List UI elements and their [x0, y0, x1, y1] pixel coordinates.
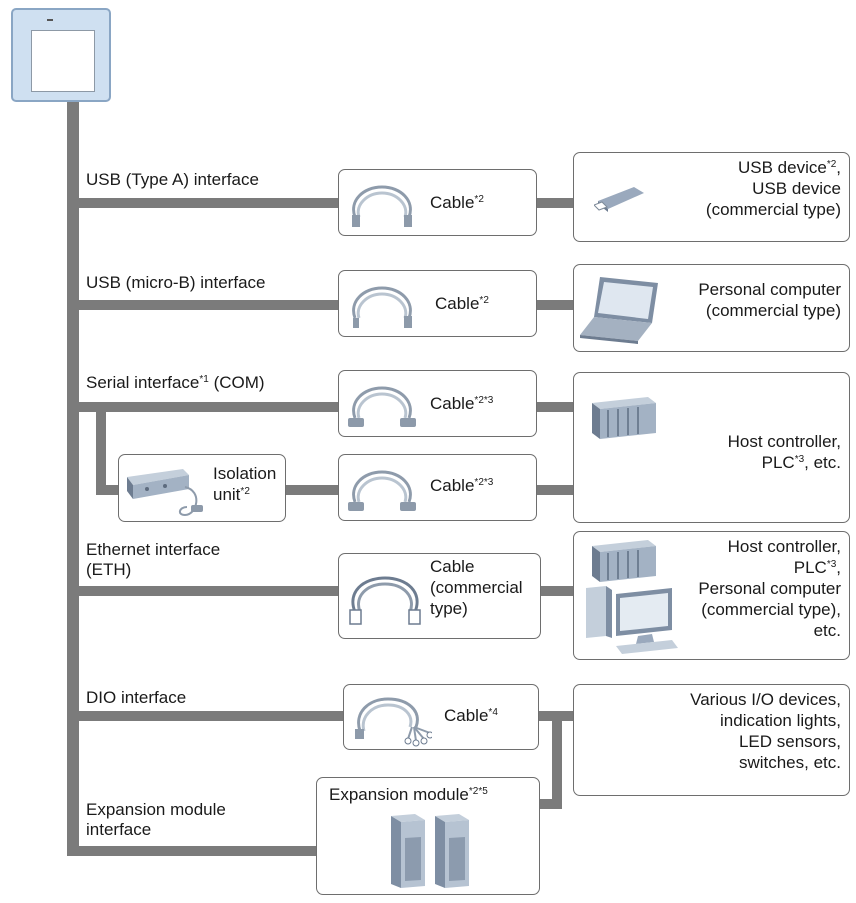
- branch-isolation-right: [286, 485, 338, 495]
- panel-indicator: [47, 19, 53, 21]
- branch-usb-micro: [67, 300, 338, 310]
- device-usb-box: USB device*2, USB device (commercial typ…: [573, 152, 850, 242]
- desktop-computer-icon: [586, 586, 678, 654]
- serial-cable-icon: [348, 470, 416, 511]
- plc-icon: [592, 397, 656, 439]
- branch-usb-a: [67, 198, 338, 208]
- cable-ethernet-label: Cable (commercial type): [430, 557, 523, 618]
- isolation-unit-box: Isolation unit*2: [118, 454, 286, 522]
- plc-icon: [592, 540, 656, 582]
- branch-isolation-left: [96, 485, 118, 495]
- cable-usb-micro-label: Cable*2: [435, 294, 489, 313]
- branch-expansion: [67, 846, 316, 856]
- expansion-module-icon: [435, 814, 469, 888]
- laptop-icon: [580, 277, 658, 344]
- cable-serial-1-label: Cable*2*3: [430, 394, 494, 413]
- dio-cable-icon: [355, 697, 432, 747]
- panel-screen: [31, 30, 95, 92]
- device-usb-label: USB device*2, USB device (commercial typ…: [705, 158, 841, 219]
- cable-dio-label: Cable*4: [444, 706, 498, 725]
- serial-cable-icon: [348, 386, 416, 427]
- expansion-module-label: Expansion module*2*5: [329, 785, 488, 804]
- hmi-panel: [11, 8, 111, 102]
- ethernet-cable-icon: [349, 576, 421, 625]
- device-dio-label: Various I/O devices, indication lights, …: [690, 690, 841, 772]
- cable-usb-a-label: Cable*2: [430, 193, 484, 212]
- label-usb-micro-interface: USB (micro-B) interface: [86, 273, 266, 292]
- expansion-module-icon: [391, 814, 425, 888]
- branch-serial-drop: [96, 402, 106, 495]
- device-host-ethernet-box: Host controller, PLC*3, Personal compute…: [573, 531, 850, 660]
- usb-cable-icon: [352, 185, 412, 227]
- branch-usb-micro-right: [537, 300, 573, 310]
- usb-cable-icon: [352, 286, 412, 328]
- device-pc-label: Personal computer (commercial type): [698, 280, 841, 320]
- branch-serial: [67, 402, 338, 412]
- branch-usb-a-right: [537, 198, 573, 208]
- branch-dio: [67, 711, 343, 721]
- usb-stick-icon: [594, 187, 644, 212]
- cable-ethernet-box: Cable (commercial type): [338, 553, 541, 639]
- label-serial-interface: Serial interface*1 (COM): [86, 373, 265, 392]
- device-dio-box: Various I/O devices, indication lights, …: [573, 684, 850, 796]
- label-dio-interface: DIO interface: [86, 688, 187, 707]
- cable-usb-a-box: Cable*2: [338, 169, 537, 236]
- branch-ethernet-right: [541, 586, 573, 596]
- device-host-ethernet-label: Host controller, PLC*3, Personal compute…: [698, 537, 841, 640]
- device-pc-box: Personal computer (commercial type): [573, 264, 850, 352]
- cable-usb-micro-box: Cable*2: [338, 270, 537, 337]
- cable-serial-1-box: Cable*2*3: [338, 370, 537, 437]
- isolation-unit-label: Isolation unit*2: [213, 464, 277, 504]
- cable-serial-2-label: Cable*2*3: [430, 476, 494, 495]
- branch-dio-vertical: [552, 711, 562, 809]
- expansion-module-box: Expansion module*2*5: [316, 777, 540, 895]
- isolation-unit-icon: [127, 469, 203, 517]
- branch-serial-right: [537, 402, 573, 412]
- cable-serial-2-box: Cable*2*3: [338, 454, 537, 521]
- main-trunk: [67, 102, 79, 856]
- branch-expansion-right: [540, 799, 562, 809]
- cable-dio-box: Cable*4: [343, 684, 539, 750]
- device-host-serial-box: Host controller, PLC*3, etc.: [573, 372, 850, 523]
- label-usb-a-interface: USB (Type A) interface: [86, 170, 259, 189]
- label-ethernet-interface: Ethernet interface(ETH): [86, 540, 221, 579]
- device-host-serial-label: Host controller, PLC*3, etc.: [727, 432, 841, 472]
- branch-serial2-right: [537, 485, 573, 495]
- branch-ethernet: [67, 586, 338, 596]
